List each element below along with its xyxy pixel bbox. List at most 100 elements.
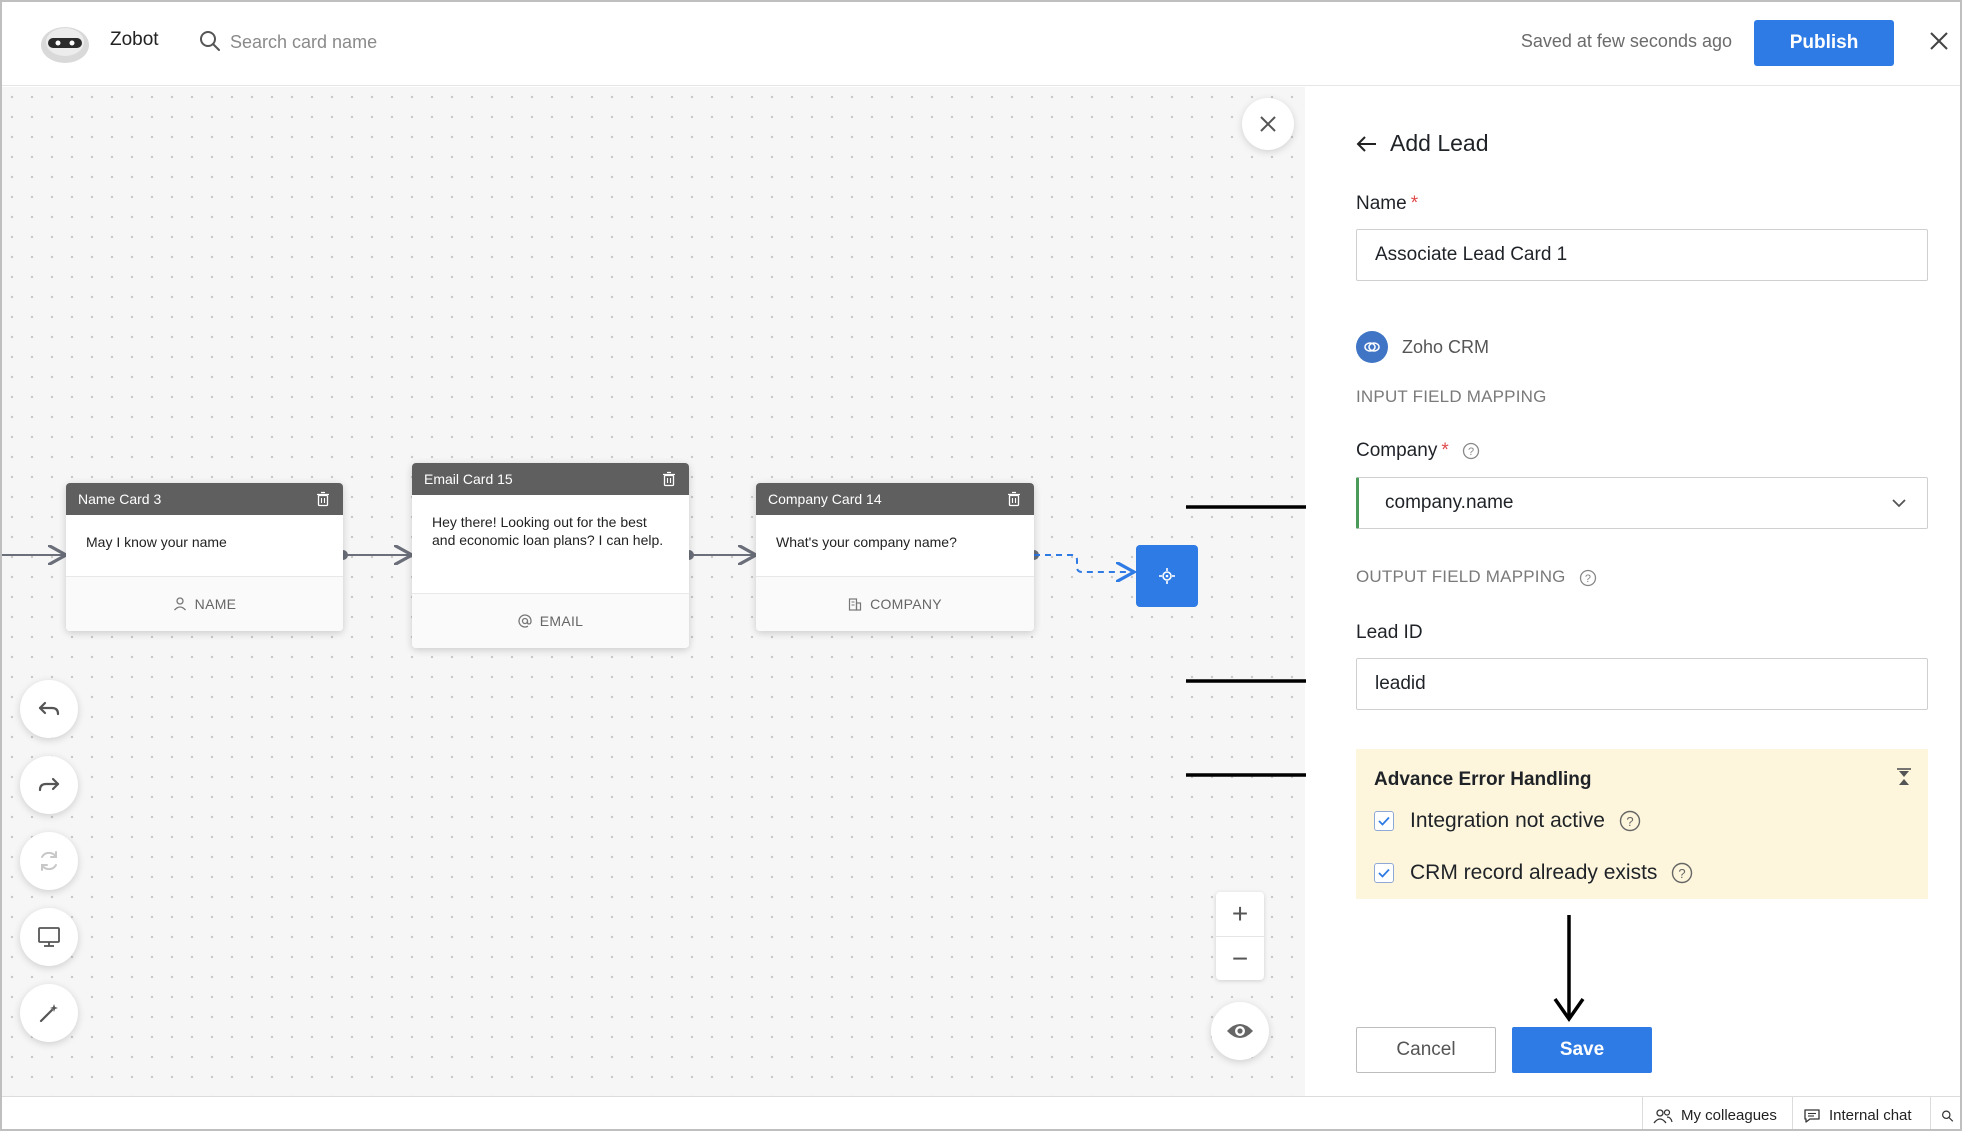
- card-message: May I know your name: [66, 515, 343, 577]
- undo-icon: [38, 701, 60, 716]
- company-select-value: company.name: [1385, 492, 1514, 513]
- card-message: Hey there! Looking out for the best and …: [412, 495, 689, 594]
- zoho-crm-icon: [1356, 331, 1388, 363]
- help-icon[interactable]: ?: [1671, 862, 1693, 884]
- lead-id-label: Lead ID: [1356, 622, 1423, 643]
- eye-icon: [1227, 1024, 1253, 1038]
- zoom-out-button[interactable]: −: [1216, 936, 1264, 980]
- lead-id-input[interactable]: [1356, 658, 1928, 710]
- field-name: NAME: [194, 596, 237, 612]
- field-name: COMPANY: [870, 596, 942, 612]
- svg-text:?: ?: [1626, 814, 1633, 829]
- bottom-bar: My colleagues Internal chat: [2, 1096, 1960, 1129]
- trash-icon[interactable]: [1006, 491, 1022, 507]
- name-input[interactable]: [1356, 229, 1928, 281]
- zobot-logo: [41, 27, 89, 63]
- chat-icon: [1804, 1108, 1820, 1123]
- check-icon: [1378, 816, 1390, 826]
- svg-text:?: ?: [1584, 573, 1590, 585]
- required-marker: *: [1410, 193, 1419, 214]
- card-header: Email Card 15: [412, 463, 689, 495]
- add-lead-node[interactable]: [1136, 545, 1198, 607]
- integration-name: Zoho CRM: [1402, 336, 1490, 357]
- svg-text:?: ?: [1468, 446, 1474, 458]
- add-lead-panel: Add Lead Name* Zoho CRM INPUT FIELD MAPP…: [1306, 87, 1960, 1096]
- company-label: Company* ?: [1356, 440, 1480, 462]
- input-mapping-label: INPUT FIELD MAPPING: [1356, 387, 1547, 406]
- company-label-text: Company: [1356, 440, 1438, 461]
- visibility-button[interactable]: [1211, 1002, 1269, 1060]
- monitor-icon: [38, 927, 60, 947]
- dashed-connector: [1034, 554, 1132, 572]
- card-header: Name Card 3: [66, 483, 343, 515]
- annotation-arrow: [1553, 915, 1585, 1023]
- company-select[interactable]: company.name: [1356, 477, 1928, 529]
- company-card[interactable]: Company Card 14 What's your company name…: [756, 483, 1034, 631]
- publish-button[interactable]: Publish: [1754, 20, 1894, 66]
- card-title: Name Card 3: [78, 491, 162, 507]
- card-field: EMAIL: [412, 594, 689, 648]
- help-icon[interactable]: ?: [1579, 569, 1597, 587]
- people-icon: [1653, 1108, 1673, 1123]
- name-card[interactable]: Name Card 3 May I know your name NAME: [66, 483, 343, 631]
- refresh-icon: [41, 851, 57, 871]
- error-handling-title: Advance Error Handling: [1374, 769, 1592, 790]
- save-button[interactable]: Save: [1512, 1027, 1652, 1073]
- name-label: Name*: [1356, 193, 1418, 215]
- zoom-controls: + −: [1216, 892, 1264, 980]
- back-arrow-icon[interactable]: [1356, 135, 1378, 153]
- preview-button[interactable]: [20, 908, 78, 966]
- bottom-search-button[interactable]: [1930, 1097, 1960, 1129]
- close-icon[interactable]: [1926, 28, 1952, 54]
- zoom-in-button[interactable]: +: [1231, 898, 1249, 929]
- redo-button[interactable]: [20, 756, 78, 814]
- saved-status: Saved at few seconds ago: [1520, 31, 1732, 51]
- redo-icon: [38, 777, 60, 792]
- canvas-close-button[interactable]: [1242, 98, 1294, 150]
- trash-icon[interactable]: [661, 471, 677, 487]
- building-icon: [848, 598, 862, 611]
- email-card[interactable]: Email Card 15 Hey there! Looking out for…: [412, 463, 689, 648]
- checkbox[interactable]: [1374, 863, 1394, 883]
- internal-chat-button[interactable]: Internal chat: [1792, 1097, 1930, 1129]
- option-label: Integration not active: [1410, 809, 1605, 832]
- undo-button[interactable]: [20, 680, 78, 738]
- panel-title: Add Lead: [1390, 130, 1489, 156]
- option-label: CRM record already exists: [1410, 861, 1658, 884]
- option-integration-not-active[interactable]: Integration not active ?: [1374, 809, 1641, 833]
- close-icon: [1260, 116, 1276, 132]
- target-icon: [1159, 568, 1175, 584]
- chevron-down-icon: [1892, 499, 1906, 508]
- trash-icon[interactable]: [315, 491, 331, 507]
- integration-row: Zoho CRM: [1356, 331, 1489, 363]
- output-mapping-label: OUTPUT FIELD MAPPING ?: [1356, 567, 1597, 587]
- internal-chat-label: Internal chat: [1829, 1107, 1912, 1124]
- option-crm-record-exists[interactable]: CRM record already exists ?: [1374, 861, 1693, 885]
- svg-text:?: ?: [1679, 866, 1686, 881]
- search-card-input[interactable]: [230, 26, 560, 58]
- card-header: Company Card 14: [756, 483, 1034, 515]
- search-icon: [200, 31, 220, 51]
- card-message: What's your company name?: [756, 515, 1034, 577]
- magic-button[interactable]: [20, 984, 78, 1042]
- help-icon[interactable]: ?: [1619, 810, 1641, 832]
- help-icon[interactable]: ?: [1462, 442, 1480, 460]
- error-handling-section: Advance Error Handling Integration not a…: [1356, 749, 1928, 899]
- checkbox[interactable]: [1374, 811, 1394, 831]
- name-label-text: Name: [1356, 193, 1407, 214]
- required-marker: *: [1441, 440, 1449, 461]
- magic-wand-icon: [39, 1004, 58, 1023]
- refresh-button[interactable]: [20, 832, 78, 890]
- person-icon: [173, 597, 186, 611]
- panel-header: Add Lead: [1356, 130, 1488, 157]
- my-colleagues-button[interactable]: My colleagues: [1642, 1097, 1792, 1129]
- top-header: Zobot Saved at few seconds ago Publish: [2, 2, 1960, 86]
- at-sign-icon: [518, 614, 532, 628]
- check-icon: [1378, 868, 1390, 878]
- card-title: Company Card 14: [768, 491, 882, 507]
- collapse-icon[interactable]: [1894, 763, 1914, 791]
- search-icon: [1942, 1110, 1954, 1122]
- cancel-button[interactable]: Cancel: [1356, 1027, 1496, 1073]
- card-title: Email Card 15: [424, 471, 513, 487]
